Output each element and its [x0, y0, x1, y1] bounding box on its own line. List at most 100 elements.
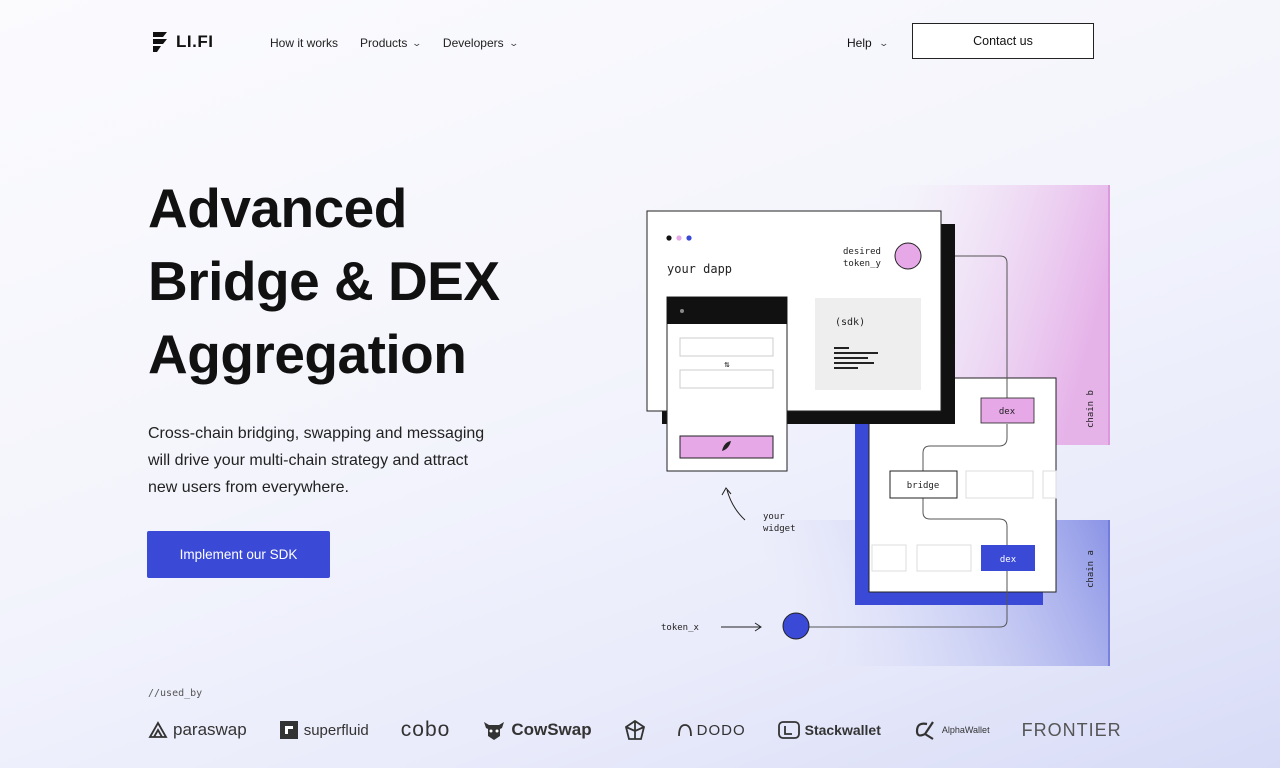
- your-widget-label: widget: [763, 524, 796, 534]
- dex-label: dex: [999, 407, 1016, 417]
- hero-title-line: Bridge & DEX: [148, 250, 500, 312]
- token-x-node: [782, 612, 810, 640]
- aggregator-panel: [868, 377, 1057, 593]
- cobo-logo[interactable]: cobo: [401, 718, 451, 742]
- brand-name: FRONTIER: [1021, 719, 1122, 740]
- cowswap-logo[interactable]: CowSwap: [482, 719, 592, 741]
- nav-help[interactable]: Help ⌄: [847, 36, 889, 50]
- sdk-box: [815, 298, 921, 390]
- aggregator-panel-shadow: [855, 393, 1043, 605]
- paraswap-logo[interactable]: paraswap: [148, 720, 247, 740]
- sdk-code-line: [834, 357, 868, 359]
- hero-subtitle-line: new users from everywhere.: [148, 479, 349, 496]
- nav-label: How it works: [270, 36, 339, 50]
- widget-arrowhead: [721, 487, 732, 496]
- widget-input: [679, 369, 774, 389]
- widget-header: [667, 297, 787, 324]
- main-nav: How it works Products ⌄ Developers ⌄: [270, 36, 519, 50]
- brand-name: cobo: [400, 718, 451, 741]
- help-label: Help: [847, 36, 872, 50]
- cow-icon: [484, 722, 505, 740]
- desired-token-label: token_y: [843, 259, 882, 269]
- nav-how-it-works[interactable]: How it works: [270, 36, 338, 50]
- used-by-label: //used_by: [148, 688, 203, 699]
- lifi-logo[interactable]: LI.FI: [150, 30, 213, 54]
- swap-arrows-icon: ⇅: [724, 360, 730, 370]
- hero-subtitle-line: will drive your multi-chain strategy and…: [148, 452, 469, 469]
- bridge-box: [889, 470, 958, 499]
- logo-text: LI.FI: [176, 32, 214, 51]
- your-dapp-label: your dapp: [667, 262, 732, 276]
- brand-name: superfluid: [303, 721, 369, 739]
- placeholder-box: [1042, 470, 1057, 499]
- alpha-icon: [915, 721, 934, 740]
- hero-title-line: Advanced: [148, 177, 407, 239]
- route-line: [922, 497, 1008, 546]
- placeholder-box: [965, 470, 1034, 499]
- chain-b-area: [880, 185, 1110, 445]
- brand-name: AlphaWallet: [941, 725, 990, 735]
- chevron-down-icon: ⌄: [878, 37, 889, 48]
- dex-box-bottom: [981, 545, 1035, 571]
- chevron-down-icon: ⌄: [508, 37, 519, 48]
- brand-name: DODO: [696, 721, 746, 739]
- brand-name: Stackwallet: [804, 722, 881, 738]
- hero-title: Advanced Bridge & DEX Aggregation: [148, 172, 500, 391]
- dex-label: dex: [1000, 555, 1017, 565]
- your-widget-label: your: [763, 512, 785, 522]
- widget-panel: [666, 296, 788, 472]
- nav-products[interactable]: Products ⌄: [360, 36, 423, 50]
- nav-developers[interactable]: Developers ⌄: [442, 36, 519, 50]
- sdk-code-line: [834, 347, 849, 349]
- sdk-code-line: [834, 367, 858, 369]
- paraswap-icon: [148, 721, 168, 738]
- chevron-down-icon: ⌄: [411, 37, 423, 48]
- hero-title-line: Aggregation: [148, 323, 467, 385]
- widget-submit: [679, 435, 774, 459]
- brand-name: CowSwap: [511, 720, 592, 739]
- desired-token-label: desired: [843, 247, 881, 257]
- frontier-logo[interactable]: FRONTIER: [1022, 720, 1122, 741]
- leaf-icon: [722, 441, 731, 451]
- widget-arrow: [726, 489, 746, 521]
- placeholder-box: [871, 544, 907, 572]
- hero-subtitle-line: Cross-chain bridging, swapping and messa…: [148, 425, 485, 442]
- sdk-code-line: [834, 362, 874, 364]
- nav-label: Products: [360, 36, 408, 50]
- superfluid-logo[interactable]: superfluid: [279, 720, 369, 740]
- route-line: [808, 570, 1008, 628]
- partner-logos: paraswap superfluid cobo CowSwap DODO: [148, 718, 1154, 742]
- gift-icon: [624, 719, 645, 740]
- placeholder-box: [916, 544, 972, 572]
- superfluid-icon: [279, 721, 298, 739]
- widget-dot: [680, 309, 684, 313]
- hero-subtitle: Cross-chain bridging, swapping and messa…: [148, 420, 568, 501]
- nav-label: Developers: [442, 36, 504, 50]
- chain-a-area: [760, 520, 1110, 666]
- chain-a-label: chain a: [1086, 550, 1096, 588]
- brand-name: paraswap: [173, 720, 247, 739]
- route-line: [921, 255, 1008, 411]
- dodo-icon: [677, 724, 692, 737]
- window-dot: [666, 235, 672, 241]
- dapp-window-shadow: [662, 224, 955, 424]
- gift-logo[interactable]: [624, 719, 646, 741]
- stackwallet-icon: [777, 721, 800, 739]
- route-line: [922, 424, 1008, 472]
- dapp-window: [646, 210, 942, 412]
- widget-input: [679, 337, 774, 357]
- dex-box-top: [980, 397, 1035, 424]
- implement-sdk-button[interactable]: Implement our SDK: [147, 531, 330, 578]
- window-dot: [686, 235, 692, 241]
- sdk-code-line: [834, 352, 878, 354]
- sdk-label: (sdk): [835, 317, 865, 328]
- token-x-label: token_x: [661, 623, 700, 633]
- stackwallet-logo[interactable]: Stackwallet: [777, 721, 881, 739]
- window-dot: [676, 235, 682, 241]
- alphawallet-logo[interactable]: AlphaWallet: [913, 720, 990, 740]
- bridge-label: bridge: [907, 481, 940, 491]
- desired-token-node: [894, 242, 922, 270]
- dodo-logo[interactable]: DODO: [677, 721, 746, 739]
- chain-b-label: chain b: [1086, 390, 1096, 428]
- contact-us-button[interactable]: Contact us: [912, 23, 1094, 59]
